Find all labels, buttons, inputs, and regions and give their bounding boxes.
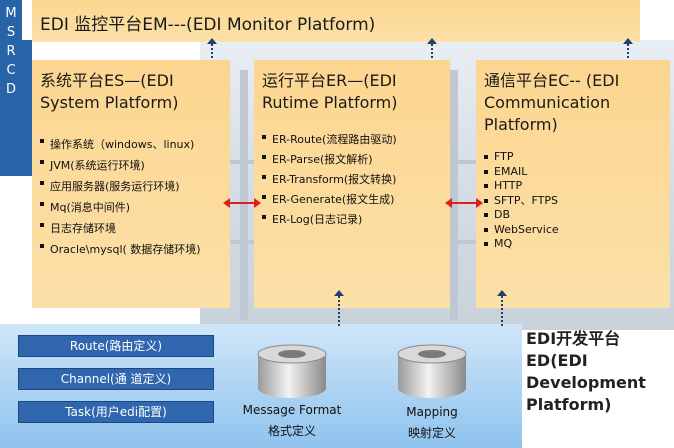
side-bar: M S R C D: [0, 0, 22, 176]
double-arrow-er-ec-icon: [445, 198, 483, 208]
route-definition-button[interactable]: Route(路由定义): [18, 335, 214, 357]
er-item: ER-Route(流程路由驱动): [262, 130, 397, 150]
ec-item: EMAIL: [484, 165, 559, 180]
side-letter: S: [6, 25, 16, 40]
side-letter: M: [5, 6, 17, 21]
connector-ed-er: [338, 296, 340, 326]
es-item: Oracle\mysql( 数据存储环境): [40, 239, 201, 260]
task-config-button[interactable]: Task(用户edi配置): [18, 401, 214, 423]
connector-ed-ec: [501, 296, 503, 326]
double-arrow-es-er-icon: [223, 198, 261, 208]
message-format-sublabel: 格式定义: [267, 424, 316, 438]
es-item: Mq(消息中间件): [40, 197, 201, 218]
em-monitor-box: EDI 监控平台EM---(EDI Monitor Platform): [32, 0, 640, 42]
ec-title-line1: 通信平台EC-- (EDI: [484, 71, 620, 90]
ec-title: 通信平台EC-- (EDI Communication Platform): [484, 70, 619, 136]
mapping-label: Mapping: [406, 405, 458, 419]
side-letter: R: [6, 44, 16, 59]
database-icon: [397, 344, 467, 398]
es-title: 系统平台ES—(EDI System Platform): [40, 70, 178, 114]
er-item: ER-Transform(报文转换): [262, 170, 397, 190]
ec-item-list: FTP EMAIL HTTP SFTP、FTPS DB WebService M…: [484, 150, 559, 252]
ed-label-line2: ED(EDI: [526, 351, 588, 370]
es-item-list: 操作系统（windows、linux) JVM(系统运行环境) 应用服务器(服务…: [40, 134, 201, 260]
message-format-label: Message Format: [242, 403, 342, 417]
ec-item: MQ: [484, 237, 559, 252]
side-letter: C: [6, 63, 16, 78]
er-item-list: ER-Route(流程路由驱动) ER-Parse(报文解析) ER-Trans…: [262, 130, 397, 230]
er-runtime-platform-box: 运行平台ER—(EDI Rutime Platform) ER-Route(流程…: [254, 60, 450, 308]
channel-definition-button[interactable]: Channel(通 道定义): [18, 368, 214, 390]
er-item: ER-Parse(报文解析): [262, 150, 397, 170]
em-title: EDI 监控平台EM---(EDI Monitor Platform): [40, 15, 376, 35]
ed-label-line4: Platform): [526, 395, 612, 414]
es-item: 应用服务器(服务运行环境): [40, 176, 201, 197]
ed-label-line3: Development: [526, 373, 646, 392]
es-item: 日志存储环境: [40, 218, 201, 239]
side-letter: D: [5, 82, 16, 97]
database-icon: [257, 344, 327, 398]
connector-es-em: [211, 44, 213, 66]
es-system-platform-box: 系统平台ES—(EDI System Platform) 操作系统（window…: [32, 60, 230, 308]
ec-item: WebService: [484, 223, 559, 238]
connector-ec-em: [627, 44, 629, 66]
arrowhead-up-icon: [497, 290, 507, 296]
er-item: ER-Generate(报文生成): [262, 190, 397, 210]
ec-communication-platform-box: 通信平台EC-- (EDI Communication Platform) FT…: [476, 60, 670, 308]
arrowhead-up-icon: [623, 38, 633, 44]
er-item: ER-Log(日志记录): [262, 210, 397, 230]
arrowhead-up-icon: [207, 38, 217, 44]
ed-platform-label: EDI开发平台 ED(EDI Development Platform): [526, 328, 674, 416]
ec-item: DB: [484, 208, 559, 223]
er-title: 运行平台ER—(EDI Rutime Platform): [262, 70, 398, 114]
es-title-line1: 系统平台ES—(EDI: [40, 71, 174, 90]
side-bar-extension: [22, 40, 32, 176]
er-title-line2: Rutime Platform): [262, 93, 398, 112]
ec-item: SFTP、FTPS: [484, 194, 559, 209]
ec-item: FTP: [484, 150, 559, 165]
connector-er-em: [431, 44, 433, 66]
ec-item: HTTP: [484, 179, 559, 194]
arrowhead-up-icon: [334, 290, 344, 296]
er-title-line1: 运行平台ER—(EDI: [262, 71, 397, 90]
arrowhead-up-icon: [427, 38, 437, 44]
ed-label-line1: EDI开发平台: [526, 329, 621, 348]
mapping-sublabel: 映射定义: [407, 426, 456, 440]
es-item: JVM(系统运行环境): [40, 155, 201, 176]
ec-title-line3: Platform): [484, 115, 558, 134]
es-item: 操作系统（windows、linux): [40, 134, 201, 155]
ec-title-line2: Communication: [484, 93, 611, 112]
es-title-line2: System Platform): [40, 93, 179, 112]
